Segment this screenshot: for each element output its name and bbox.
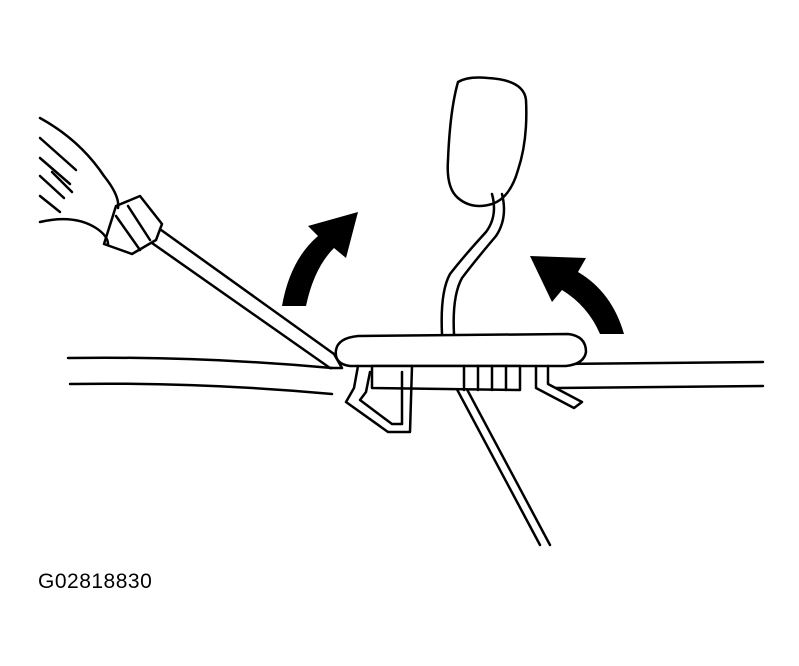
screwdriver-icon	[38, 116, 344, 370]
finger-icon	[440, 76, 528, 336]
harness-wire	[450, 378, 552, 547]
curved-arrow-icon	[282, 212, 358, 306]
curved-arrow-icon	[530, 256, 624, 334]
clip-cap	[334, 332, 588, 368]
trim-panel	[66, 356, 765, 396]
figure-code: G02818830	[38, 570, 153, 593]
clip-body	[344, 364, 584, 434]
